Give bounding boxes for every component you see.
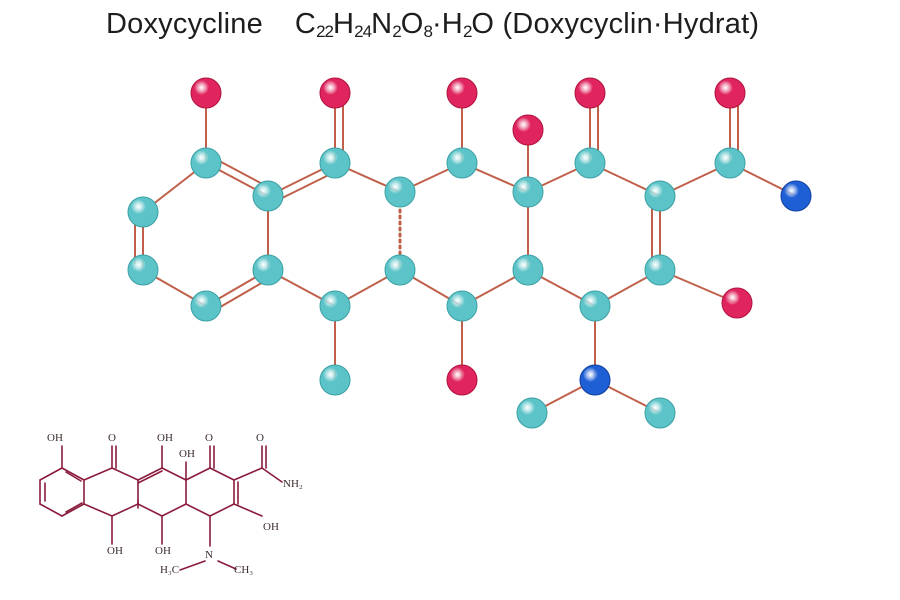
label-n: N	[205, 549, 213, 561]
carbon-atom	[446, 290, 478, 322]
oxygen-atom	[714, 77, 746, 109]
label-h3c: H₃C	[160, 564, 179, 576]
carbon-atom	[319, 364, 351, 396]
formula-symbol: O	[400, 8, 424, 40]
skeletal-bond	[61, 503, 85, 517]
oxygen-atom	[319, 77, 351, 109]
carbon-atom	[127, 254, 159, 286]
carbon-atom	[319, 290, 351, 322]
formula-subscript: 22	[316, 22, 334, 41]
skeletal-bond	[39, 467, 63, 481]
skeletal-bond	[161, 503, 187, 517]
label-nh2: NH₂	[283, 478, 303, 490]
skeletal-bond	[179, 560, 206, 571]
label-oh-center: OH	[179, 448, 195, 460]
label-ch3: CH₃	[234, 564, 253, 576]
oxygen-atom	[512, 114, 544, 146]
carbon-atom	[579, 290, 611, 322]
german-compound-name: (Doxycyclin·Hydrat)	[502, 8, 760, 40]
skeletal-bond	[233, 467, 263, 481]
skeletal-bond	[61, 467, 85, 481]
carbon-atom	[644, 254, 676, 286]
skeletal-bond	[185, 503, 211, 517]
label-o-top-2: O	[205, 432, 213, 444]
skeletal-bond	[209, 467, 235, 481]
skeletal-bond	[137, 467, 163, 481]
skeletal-bond	[137, 503, 163, 517]
formula-symbol: C	[294, 8, 317, 40]
carbon-atom	[190, 147, 222, 179]
formula-subscript: 8	[423, 22, 433, 41]
oxygen-atom	[574, 77, 606, 109]
skeletal-bond	[111, 467, 139, 481]
carbon-atom	[252, 180, 284, 212]
formula-symbol: H	[333, 8, 355, 40]
skeletal-bond	[65, 502, 83, 513]
skeletal-bond	[185, 467, 211, 481]
carbon-atom	[384, 176, 416, 208]
carbon-atom	[512, 176, 544, 208]
label-oh-bottom-2: OH	[155, 545, 171, 557]
formula-symbol: N	[371, 8, 393, 40]
skeletal-bond	[233, 503, 263, 517]
oxygen-atom	[446, 77, 478, 109]
label-oh-bottom-1: OH	[107, 545, 123, 557]
oxygen-atom	[446, 364, 478, 396]
carbon-atom	[384, 254, 416, 286]
carbon-atom	[446, 147, 478, 179]
molecular-formula: C22H24N2O8·H2O	[294, 8, 495, 41]
skeletal-bond	[217, 560, 237, 570]
formula-subscript: 24	[354, 22, 372, 41]
carbon-atom	[714, 147, 746, 179]
carbon-atom	[574, 147, 606, 179]
carbon-atom	[644, 397, 676, 429]
label-oh-top-2: OH	[157, 432, 173, 444]
skeletal-bond	[83, 467, 113, 481]
formula-subscript: 2	[462, 22, 473, 41]
skeletal-bond	[137, 470, 163, 484]
carbon-atom	[644, 180, 676, 212]
skeletal-bond	[161, 467, 187, 481]
nitrogen-atom	[579, 364, 611, 396]
carbon-atom	[516, 397, 548, 429]
skeletal-bond	[65, 471, 82, 482]
label-oh-right: OH	[263, 521, 279, 533]
carbon-atom	[319, 147, 351, 179]
carbon-atom	[252, 254, 284, 286]
formula-subscript: 2	[392, 22, 402, 41]
skeletal-bond	[209, 503, 235, 517]
carbon-atom	[190, 290, 222, 322]
skeletal-bond	[111, 503, 139, 517]
label-oh-top-left: OH	[47, 432, 63, 444]
label-o-top-3: O	[256, 432, 264, 444]
skeletal-bond	[83, 503, 113, 517]
compound-name: Doxycycline	[106, 8, 263, 40]
carbon-atom	[512, 254, 544, 286]
carbon-atom	[127, 196, 159, 228]
formula-symbol: O	[471, 8, 495, 40]
skeletal-bond	[39, 503, 63, 517]
oxygen-atom	[721, 287, 753, 319]
label-o-top-1: O	[108, 432, 116, 444]
skeletal-bond	[261, 467, 283, 483]
formula-symbol: ·H	[431, 8, 463, 40]
oxygen-atom	[190, 77, 222, 109]
nitrogen-atom	[780, 180, 812, 212]
